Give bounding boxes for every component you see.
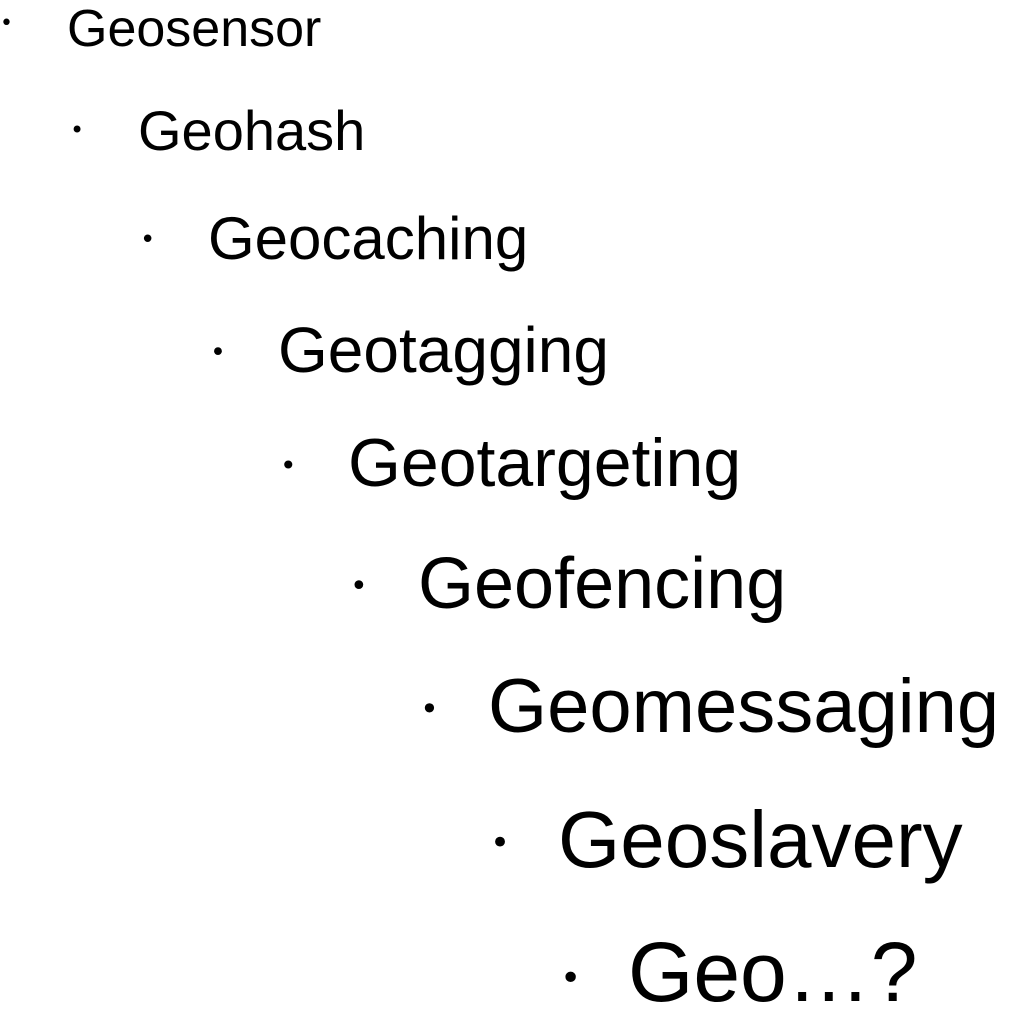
list-item-label: Geoslavery <box>558 795 963 884</box>
bullet-icon: • <box>70 116 85 144</box>
list-item-label: Geocaching <box>208 205 529 272</box>
list-item-label: Geo…? <box>628 925 918 1019</box>
list-item-label: Geotagging <box>278 314 609 386</box>
list-item-label: Geohash <box>138 99 366 162</box>
bullet-icon: • <box>210 337 226 368</box>
bullet-icon: • <box>0 11 13 36</box>
bullet-icon: • <box>350 569 368 604</box>
bullet-icon: • <box>490 823 511 863</box>
list-item-label: Geosensor <box>67 0 322 58</box>
list-item-label: Geofencing <box>418 544 787 624</box>
bullet-icon: • <box>280 449 297 482</box>
bullet-icon: • <box>560 958 582 999</box>
bullet-icon: • <box>140 225 156 255</box>
bullet-icon: • <box>420 690 439 728</box>
list-item-label: Geotargeting <box>348 425 742 501</box>
list-item-label: Geomessaging <box>488 664 1000 749</box>
